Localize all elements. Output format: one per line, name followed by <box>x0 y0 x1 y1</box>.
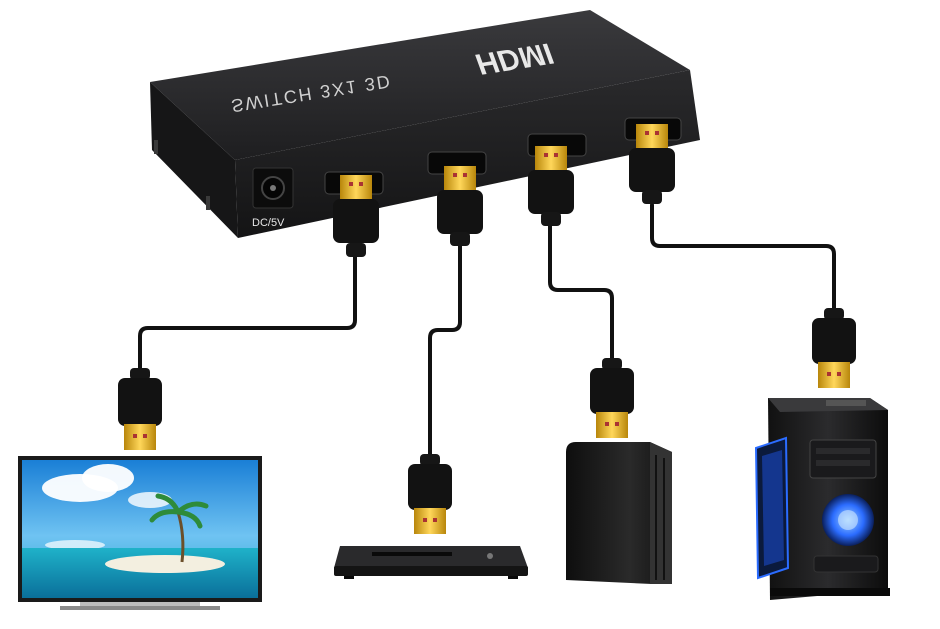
game-console <box>566 442 672 584</box>
hdmi-plug-port-2 <box>437 166 483 246</box>
hdmi-plug-pc <box>812 308 856 388</box>
hdmi-plug-port-4 <box>629 124 675 204</box>
cable-to-tv <box>138 253 357 374</box>
hdmi-plug-console <box>590 358 634 438</box>
switch-side-connectors <box>333 124 675 257</box>
hdmi-switch-box: HDMI SWITCH 3X1 3D DC/5V <box>150 10 700 238</box>
switch-left-face <box>150 82 238 238</box>
hdmi-plug-dvd <box>408 454 452 534</box>
power-label: DC/5V <box>252 217 285 229</box>
power-jack <box>252 167 294 209</box>
hdmi-plug-port-3 <box>528 146 574 226</box>
hdmi-plug-port-1 <box>333 175 379 257</box>
hdmi-plug-tv <box>118 368 162 450</box>
cable-to-pc <box>650 203 836 314</box>
switch-top-face <box>150 10 690 160</box>
dvd-player <box>334 546 528 579</box>
device-side-connectors <box>118 308 856 534</box>
cable-to-console <box>548 223 614 364</box>
flat-screen-tv <box>18 456 262 610</box>
cable-to-dvd <box>428 240 462 460</box>
hdmi-cables <box>138 203 836 460</box>
desktop-pc-tower <box>754 398 890 600</box>
